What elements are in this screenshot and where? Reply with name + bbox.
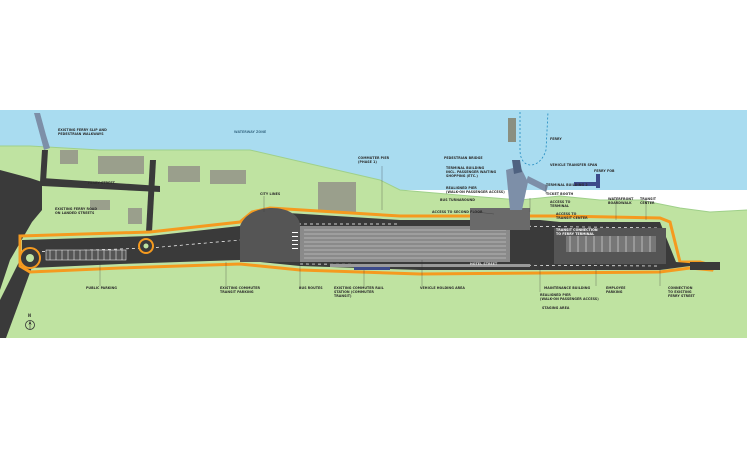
- label-existing-ferry-road: EXISTING FERRY ROAD ON LANDED STREETS: [55, 207, 98, 216]
- building: [98, 156, 144, 174]
- building: [128, 208, 142, 224]
- label-ramp-pier: COMMUTER PIER (PHASE 1): [358, 156, 390, 165]
- label-ticket-booth: TICKET BOOTH: [546, 192, 574, 196]
- building: [90, 200, 110, 210]
- label-existing-commuter-parking: EXISTING COMMUTER TRANSIT PARKING: [220, 286, 261, 295]
- label-connection-existing: CONNECTION TO EXISTING FERRY STREET: [668, 286, 695, 299]
- north-arrow-icon: [25, 320, 35, 330]
- label-public-parking: PUBLIC PARKING: [86, 286, 118, 290]
- label-ferry-fob: FERRY FOB: [594, 169, 615, 173]
- label-ferry-street: FERRY STREET: [88, 181, 115, 185]
- east-road-connection: [690, 262, 720, 270]
- label-access-second-floor: ACCESS TO SECOND FLOOR: [432, 210, 483, 214]
- rail-station-platform: [354, 266, 390, 270]
- label-existing-ferry: EXISTING FERRY SLIP AND PEDESTRIAN WALKW…: [58, 128, 107, 137]
- label-waterfront-boardwalk: WATERFRONT BOARDWALK: [608, 197, 634, 206]
- employee-parking: [566, 236, 656, 252]
- shoreline: [0, 145, 747, 213]
- label-transit-connection: TRANSIT CONNECTION TO FERRY TERMINAL: [556, 228, 598, 237]
- label-vehicle-holding-area: VEHICLE HOLDING AREA: [420, 286, 465, 290]
- crosswalks: [292, 232, 298, 249]
- label-employee-parking: EMPLOYEE PARKING: [606, 286, 626, 295]
- label-vehicle-transfer-span: VEHICLE TRANSFER SPAN: [550, 163, 598, 167]
- ferry-dock: [508, 118, 516, 142]
- label-access-transit: ACCESS TO TRANSIT CENTER: [556, 212, 588, 221]
- roundabout-mid-island: [143, 243, 149, 249]
- leader-lines: [99, 166, 661, 292]
- bus-turnaround: [240, 207, 300, 262]
- rail-tracks: [330, 264, 530, 267]
- label-hotel-street: HOTEL STREET: [470, 262, 498, 266]
- terminal-bldg-2: [574, 182, 598, 186]
- label-existing-commuter-rail: EXISTING COMMUTER RAIL STATION (COMMUTER…: [334, 286, 384, 299]
- public-parking-stalls: [45, 249, 127, 261]
- vehicle-holding-area: [300, 226, 510, 262]
- label-bus-turnaround: BUS TURNAROUND: [440, 198, 476, 202]
- building: [60, 150, 78, 164]
- label-ferry: FERRY: [550, 137, 562, 141]
- label-terminal-building: TERMINAL BUILDING INCL. PASSENGER WAITIN…: [446, 166, 497, 179]
- label-realigned-walkon: REALIGNED PIER (WALK-ON PASSENGER ACCESS…: [540, 293, 599, 302]
- label-transit-center: TRANSIT CENTER: [640, 197, 656, 206]
- ferry-street: [42, 178, 160, 192]
- building: [168, 166, 200, 182]
- label-access-terminal: ACCESS TO TERMINAL: [550, 200, 571, 209]
- north-label: N: [28, 313, 32, 318]
- existing-ferry-pier: [34, 113, 50, 150]
- street-north: [146, 160, 156, 232]
- label-water-zone: WATERWAY ZONE: [234, 130, 267, 134]
- vehicle-transfer-span: [526, 176, 548, 192]
- label-pedestrian-bridge: PEDESTRIAN BRIDGE: [444, 156, 483, 160]
- ferry-fob: [596, 174, 600, 188]
- ferry-route-line: [519, 111, 549, 166]
- street-west: [0, 170, 42, 290]
- terminal-wing: [512, 160, 522, 174]
- holding-lanes: [304, 229, 506, 259]
- terminal-building: [506, 166, 528, 210]
- label-city-lines: CITY LINES: [260, 192, 281, 196]
- east-parking-stalls: [569, 236, 651, 252]
- building: [210, 170, 246, 184]
- street-north-2: [40, 150, 48, 182]
- building: [318, 182, 356, 212]
- terminal-plaza: [470, 208, 530, 230]
- label-realigned-pier: REALIGNED PIER (WALK-ON PASSENGER ACCESS…: [446, 186, 505, 195]
- label-maintenance-building: MAINTENANCE BUILDING: [544, 286, 591, 290]
- label-terminal-building-2: TERMINAL BUILDING 2: [546, 183, 588, 187]
- roundabout-west-island: [26, 254, 34, 262]
- label-staging-area: STAGING AREA: [542, 306, 570, 310]
- label-bus-routes: BUS ROUTES: [299, 286, 323, 290]
- north-arrow: N: [24, 313, 36, 332]
